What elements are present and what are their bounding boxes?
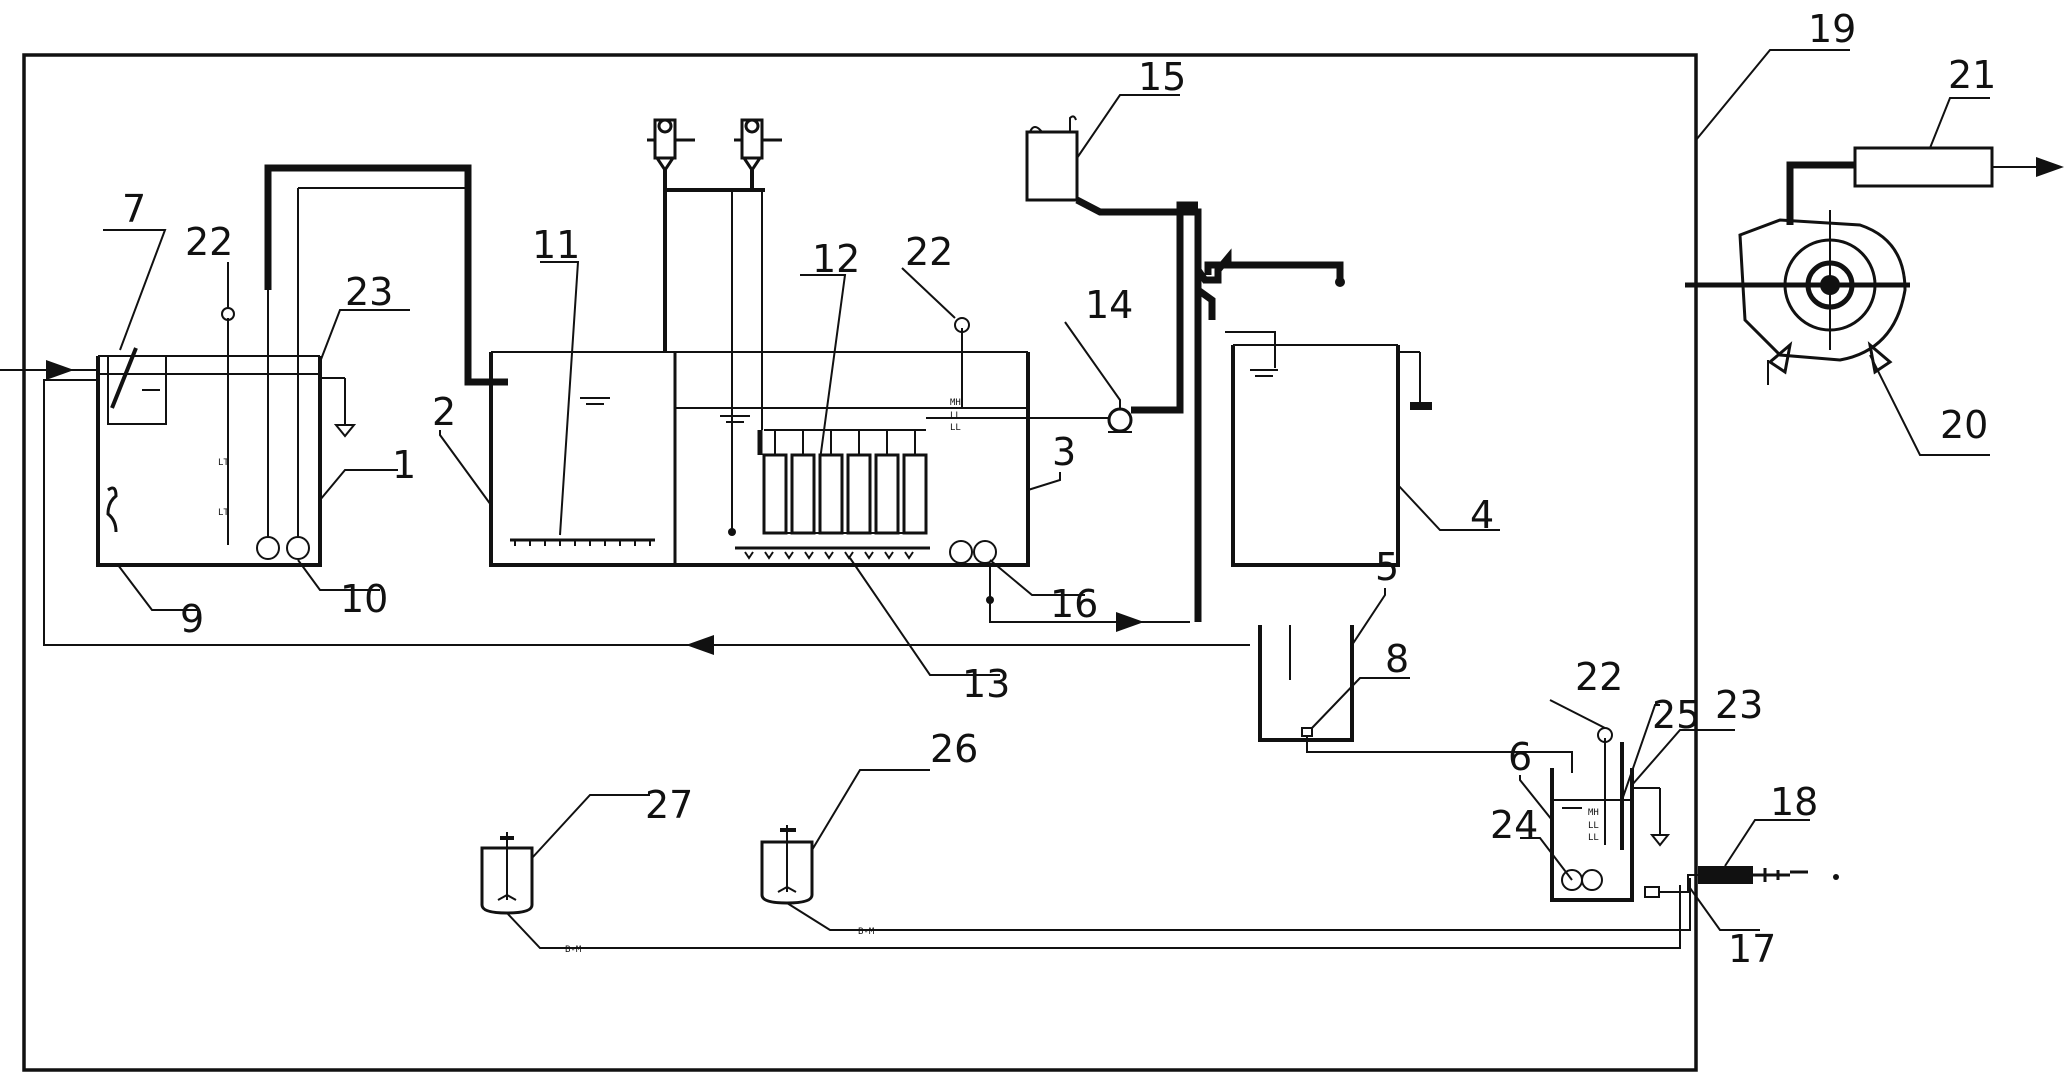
- pump-14: [1107, 201, 1198, 433]
- label-9: 9: [180, 597, 204, 641]
- filter-18: [1659, 866, 1839, 893]
- label-23-right: 23: [1715, 683, 1763, 727]
- svg-text:LL: LL: [1588, 833, 1599, 843]
- tank-4: [1225, 331, 1432, 567]
- label-1: 1: [392, 443, 416, 487]
- label-25: 25: [1652, 693, 1700, 737]
- label-13: 13: [962, 662, 1010, 706]
- label-11: 11: [532, 223, 580, 267]
- blowers: [647, 118, 782, 352]
- label-22-mid: 22: [905, 230, 953, 274]
- label-7: 7: [122, 187, 146, 231]
- chem-tank-15: [1025, 115, 1216, 320]
- label-14: 14: [1085, 283, 1133, 327]
- label-21: 21: [1948, 53, 1996, 97]
- label-17: 17: [1728, 927, 1776, 971]
- tank-5: [1258, 625, 1573, 773]
- label-22-right: 22: [1575, 655, 1623, 699]
- label-3: 3: [1052, 430, 1076, 474]
- chem-tank-26: B-M: [760, 825, 1691, 937]
- svg-text:B-M: B-M: [858, 927, 875, 937]
- label-4: 4: [1470, 493, 1494, 537]
- label-20: 20: [1940, 403, 1988, 447]
- fan-20: [1685, 161, 1910, 385]
- label-10: 10: [340, 577, 388, 621]
- chem-tank-27: B-M: [480, 832, 1681, 955]
- membrane-modules: [757, 429, 928, 535]
- svg-text:LT: LT: [218, 458, 229, 468]
- svg-text:LL: LL: [950, 411, 961, 421]
- tank-6: MH LL LL: [1550, 727, 1671, 902]
- label-5: 5: [1375, 545, 1399, 589]
- svg-text:LL: LL: [950, 423, 961, 433]
- label-12: 12: [812, 237, 860, 281]
- tank-2-3: MH LL LL: [489, 190, 1108, 604]
- label-16: 16: [1050, 582, 1098, 626]
- svg-text:MH: MH: [950, 398, 961, 408]
- label-26: 26: [930, 727, 978, 771]
- feed-pipe: [264, 164, 508, 386]
- label-15: 15: [1138, 55, 1186, 99]
- label-23-left: 23: [345, 270, 393, 314]
- svg-text:LT: LT: [218, 508, 229, 518]
- label-6: 6: [1508, 735, 1532, 779]
- device-21: [1853, 146, 2064, 188]
- reference-numerals: 7 22 23 1 9 10 2 11 12 22 14 15 3 16 13 …: [122, 7, 1996, 971]
- label-27: 27: [645, 783, 693, 827]
- label-24: 24: [1490, 803, 1538, 847]
- label-18: 18: [1770, 780, 1818, 824]
- svg-text:B-M: B-M: [565, 945, 582, 955]
- label-19: 19: [1808, 7, 1856, 51]
- svg-text:LL: LL: [1588, 821, 1599, 831]
- svg-text:MH: MH: [1588, 808, 1599, 818]
- system-boundary: [22, 53, 1698, 1072]
- leader-lines: [103, 49, 1990, 931]
- label-22-left: 22: [185, 220, 233, 264]
- label-2: 2: [432, 390, 456, 434]
- label-8: 8: [1385, 637, 1409, 681]
